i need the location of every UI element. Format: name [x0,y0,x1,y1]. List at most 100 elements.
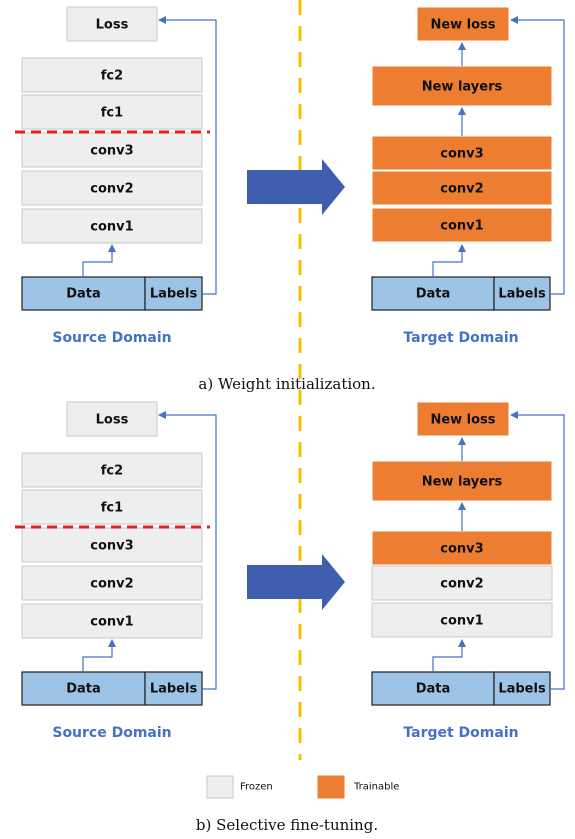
target-layer-conv2-label: conv2 [440,577,483,592]
target-input: Data Labels [371,276,551,311]
source-input: Data Labels [21,276,203,311]
panel-caption: a) Weight initialization. [198,375,375,393]
target-layer-conv3: conv3 [371,530,553,566]
source-loss-box-rect [66,6,158,42]
target-loss-box-label: New loss [430,18,495,33]
transfer-arrow [247,159,345,215]
target-layer-conv2: conv2 [371,170,553,206]
legend-swatch-trainable [317,775,345,799]
source-input: Data Labels [21,671,203,706]
source-data-rect [21,276,146,311]
source-labels-label: Labels [150,287,198,302]
source-layer-conv3: conv3 [21,132,203,168]
target-layer-conv1-label: conv1 [440,219,483,234]
target-layer-conv2-rect [371,565,553,601]
target-layer-conv2-rect [371,170,553,206]
target-labels-connector [510,411,565,690]
target-labels-label: Labels [498,287,546,302]
target-labels-connector [510,16,565,295]
target-domain-label: Target Domain [403,725,518,741]
source-layer-fc1: fc1 [21,489,203,525]
legend-item-frozen: Frozen [206,775,273,799]
source-labels-label: Labels [150,682,198,697]
source-layer-fc1-rect [21,489,203,525]
legend: Frozen Trainable [206,775,399,799]
target-new-layers-box-rect [371,65,553,107]
source-layer-conv3-rect [21,132,203,168]
source-layer-fc1-label: fc1 [101,106,123,121]
source-data-label: Data [66,287,101,302]
source-loss-box-rect [66,401,158,437]
source-layer-conv1-label: conv1 [90,615,133,630]
source-layer-conv2: conv2 [21,170,203,206]
source-loss-box-label: Loss [96,413,129,428]
target-data-connector [432,244,466,277]
target-new-layers-box: New layers [371,65,553,107]
source-layer-fc2-label: fc2 [101,464,123,479]
target-data-connector [432,639,466,672]
target-layer-conv2-label: conv2 [440,182,483,197]
source-layer-conv3-rect [21,527,203,563]
legend-label-trainable: Trainable [353,782,399,793]
source-layer-conv2-label: conv2 [90,577,133,592]
target-new-layers-box-label: New layers [422,80,503,95]
source-layer-conv1-rect [21,603,203,639]
source-data-label: Data [66,682,101,697]
source-data-connector [82,639,116,672]
source-loss-box: Loss [66,401,158,437]
source-layer-conv2-rect [21,170,203,206]
target-loss-box-label: New loss [430,413,495,428]
target-loss-box-rect [416,401,510,437]
panel-caption: b) Selective fine-tuning. [196,816,378,834]
source-domain-label: Source Domain [52,725,171,741]
target-labels-label: Labels [498,682,546,697]
transfer-arrow [247,554,345,610]
source-layer-conv1: conv1 [21,208,203,244]
source-layer-fc1-rect [21,94,203,130]
source-labels-rect [144,671,203,706]
source-layer-fc2: fc2 [21,57,203,93]
source-loss-box-label: Loss [96,18,129,33]
target-layer-conv3-label: conv3 [440,147,483,162]
source-layer-fc1: fc1 [21,94,203,130]
target-input: Data Labels [371,671,551,706]
target-new-layers-box-rect [371,460,553,502]
target-new-layers-box-label: New layers [422,475,503,490]
source-layer-fc2: fc2 [21,452,203,488]
source-domain-label: Source Domain [52,330,171,346]
source-loss-box: Loss [66,6,158,42]
target-layer-conv3-label: conv3 [440,542,483,557]
source-labels-connector [158,16,217,295]
source-data-rect [21,671,146,706]
source-layer-conv1: conv1 [21,603,203,639]
source-layer-fc1-label: fc1 [101,501,123,516]
target-data-rect [371,671,495,706]
target-layer-conv1-label: conv1 [440,614,483,629]
target-loss-box-rect [416,6,510,42]
target-loss-box: New loss [416,6,510,42]
target-loss-box: New loss [416,401,510,437]
target-layer-conv1: conv1 [371,602,553,638]
target-data-label: Data [416,287,451,302]
source-layer-conv3-label: conv3 [90,144,133,159]
source-layer-fc2-label: fc2 [101,69,123,84]
target-layer-conv1: conv1 [371,207,553,243]
legend-label-frozen: Frozen [240,782,273,793]
source-data-connector [82,244,116,277]
source-layer-fc2-rect [21,452,203,488]
target-layer-conv3: conv3 [371,135,553,171]
target-data-label: Data [416,682,451,697]
target-labels-rect [493,276,551,311]
source-layer-conv1-label: conv1 [90,220,133,235]
source-layer-conv2: conv2 [21,565,203,601]
legend-item-trainable: Trainable [317,775,399,799]
source-layer-conv2-label: conv2 [90,182,133,197]
target-layer-conv2: conv2 [371,565,553,601]
source-labels-rect [144,276,203,311]
